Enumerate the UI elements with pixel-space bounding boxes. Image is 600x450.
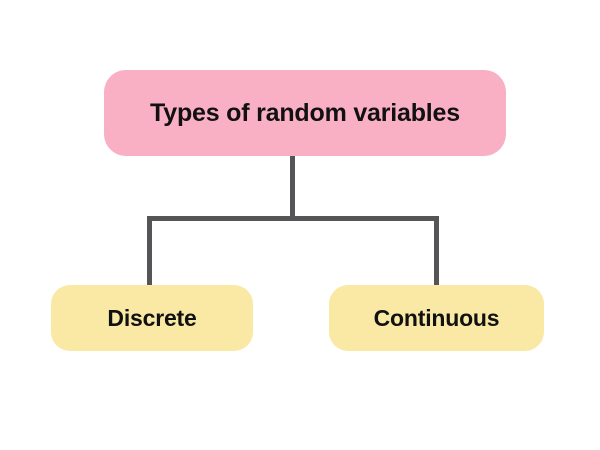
- node-child-discrete[interactable]: Discrete: [51, 285, 253, 351]
- node-root-label: Types of random variables: [150, 98, 460, 127]
- node-discrete-label: Discrete: [107, 304, 197, 331]
- node-child-continuous[interactable]: Continuous: [329, 285, 544, 351]
- connector-lines: [147, 153, 439, 287]
- node-root-types-of-random-variables[interactable]: Types of random variables: [104, 70, 506, 156]
- node-continuous-label: Continuous: [373, 304, 500, 331]
